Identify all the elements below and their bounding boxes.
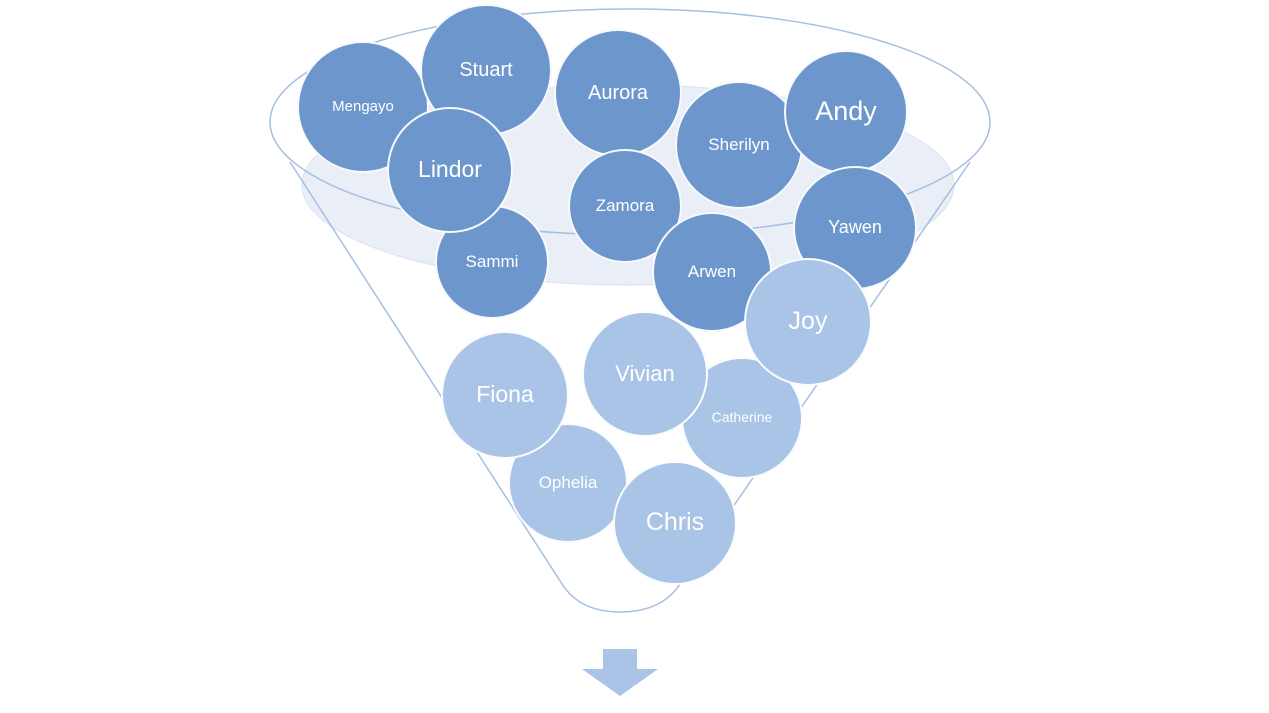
bubble-fiona: Fiona (441, 331, 569, 459)
down-arrow-icon (582, 649, 658, 696)
bubble-aurora: Aurora (554, 29, 682, 157)
bubble-lindor: Lindor (387, 107, 513, 233)
bubble-chris: Chris (613, 461, 737, 585)
bubble-joy: Joy (744, 258, 872, 386)
bubble-vivian: Vivian (582, 311, 708, 437)
bubble-andy: Andy (784, 50, 908, 174)
bubble-sherilyn: Sherilyn (675, 81, 803, 209)
funnel-body-outline (289, 161, 971, 613)
